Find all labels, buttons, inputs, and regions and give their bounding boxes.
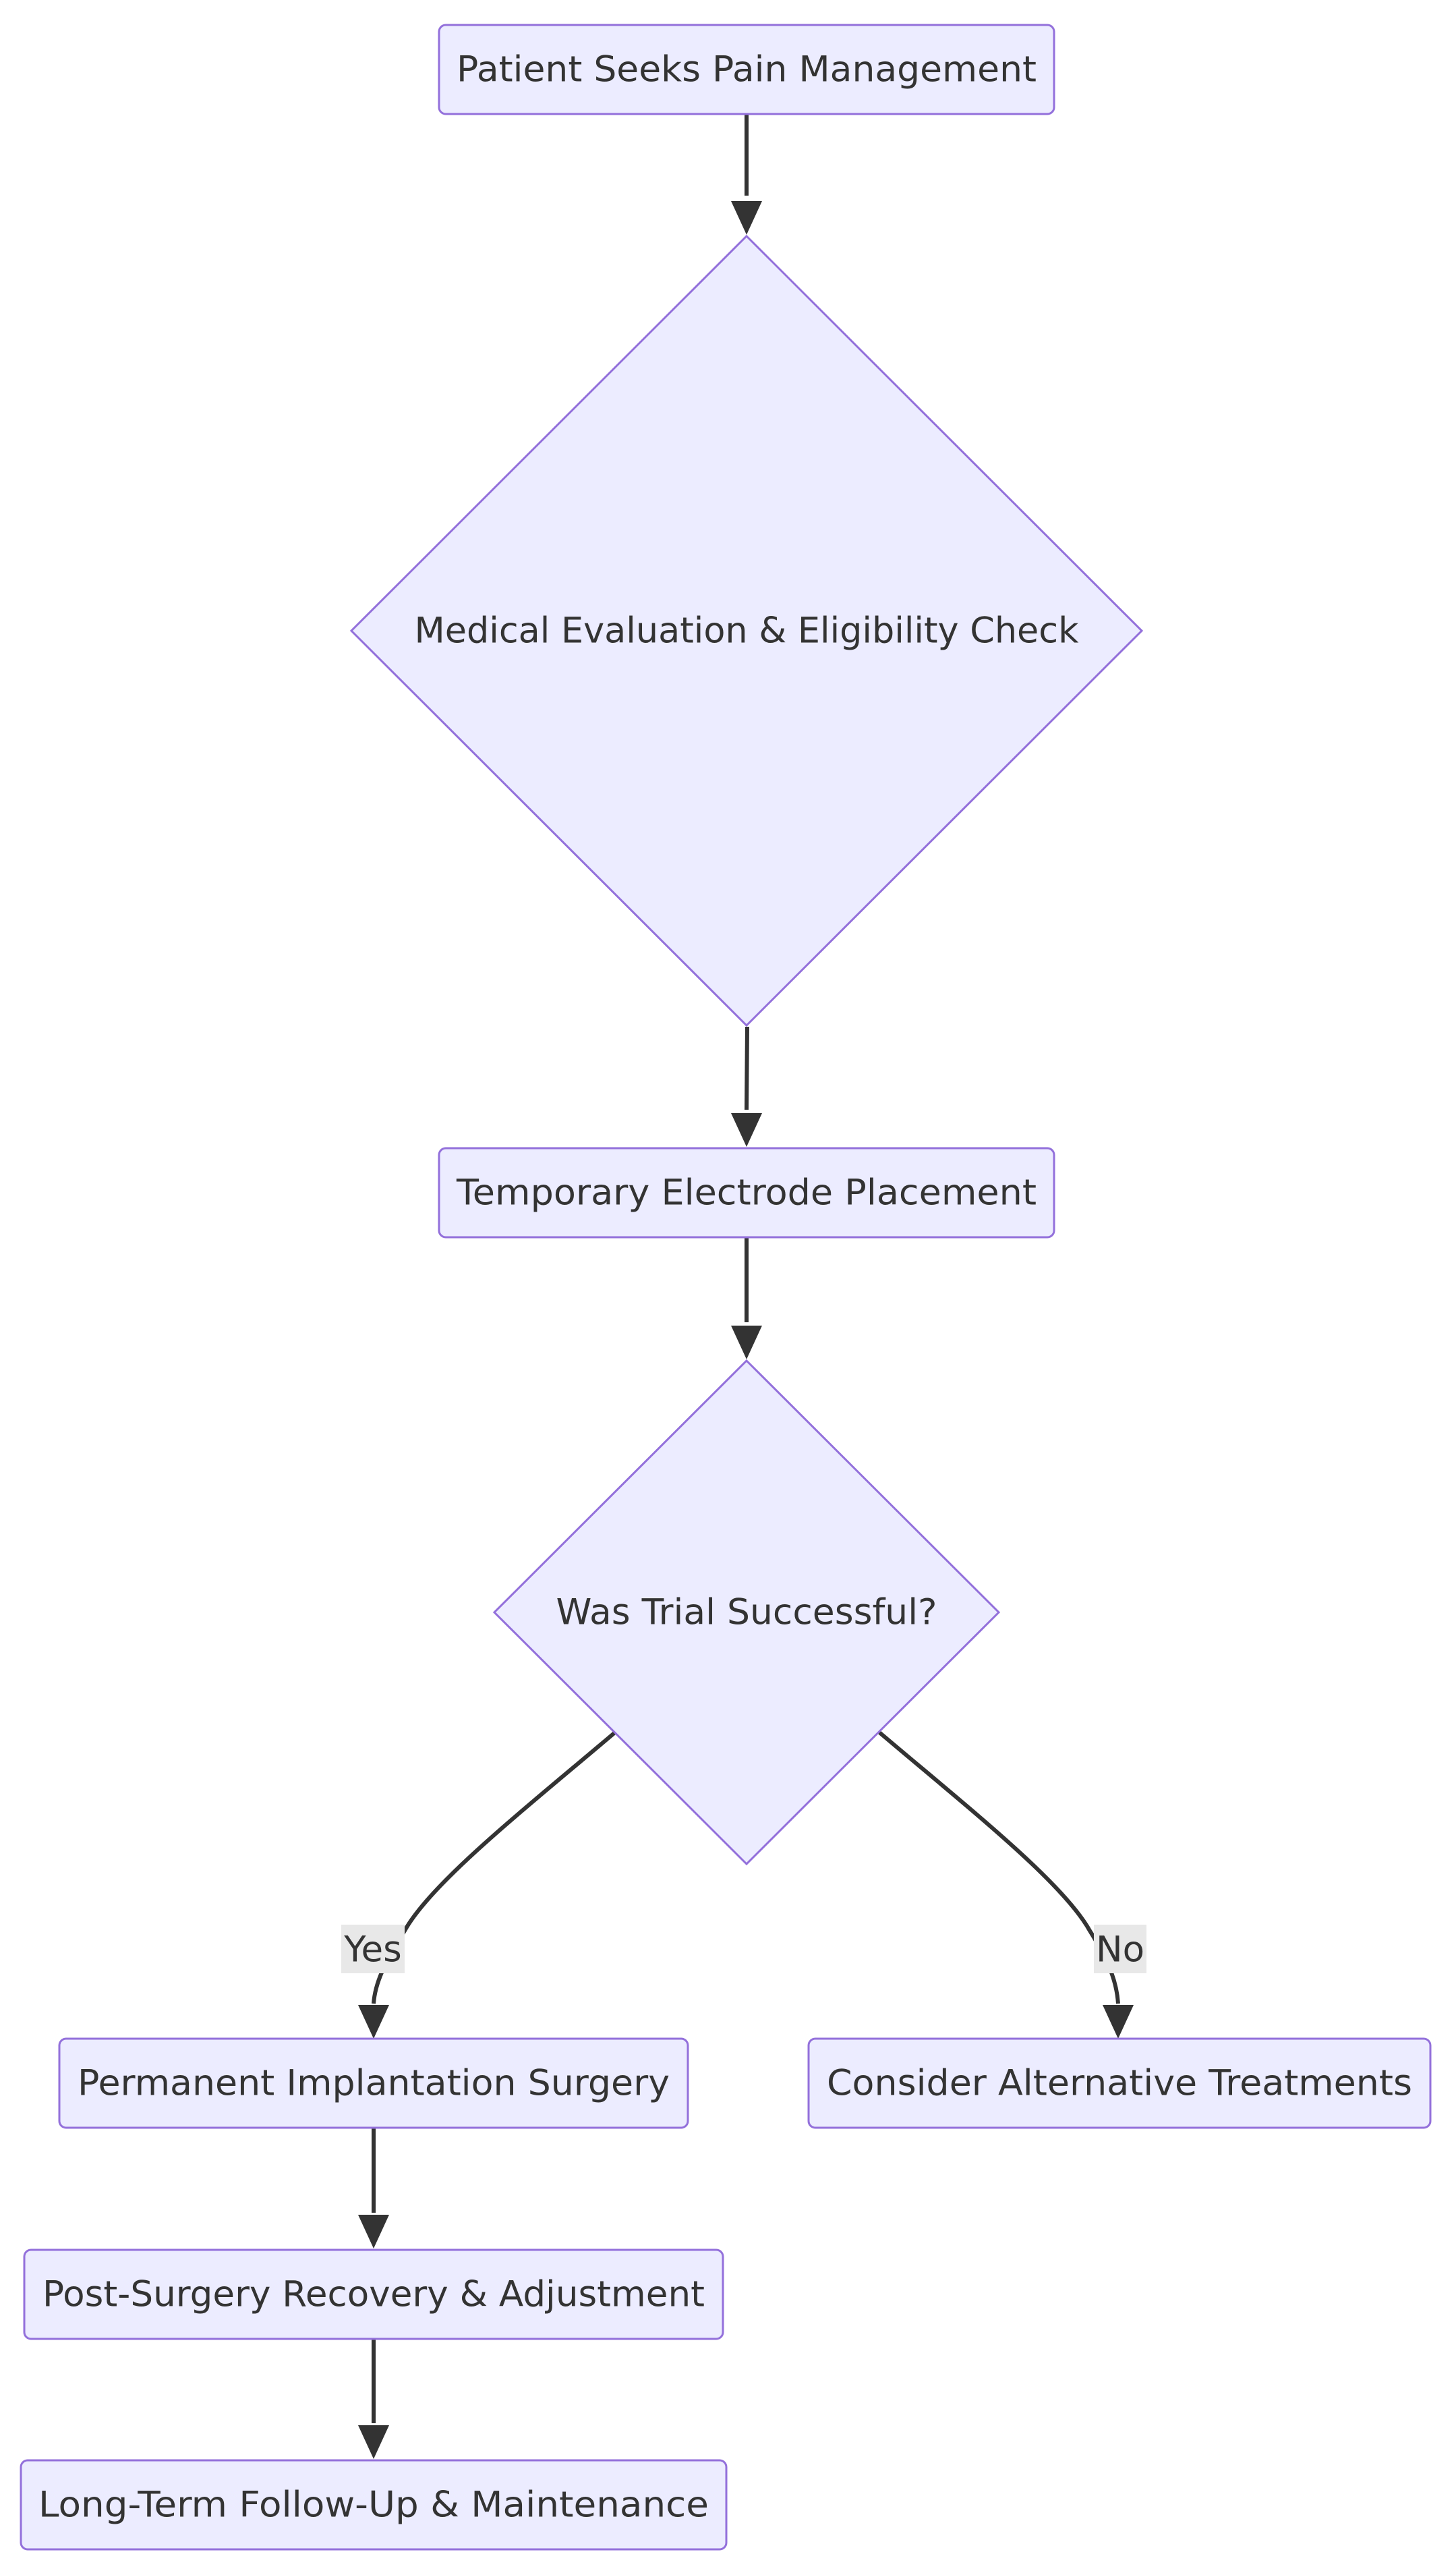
node-trial: Was Trial Successful?: [492, 1359, 1001, 1866]
arrowhead-alternative: [1103, 2005, 1134, 2039]
node-followup-label: Long-Term Follow-Up & Maintenance: [38, 2485, 709, 2526]
edge-label-no: No: [1094, 1925, 1146, 1973]
node-recovery-label: Post-Surgery Recovery & Adjustment: [42, 2274, 705, 2315]
node-trial-label: Was Trial Successful?: [556, 1592, 937, 1633]
edge-trial-to-permanent: [372, 1730, 616, 2004]
node-evaluation-label: Medical Evaluation & Eligibility Check: [415, 611, 1079, 652]
edge-trial-to-alternative: [878, 1730, 1120, 2004]
node-temporary: Temporary Electrode Placement: [438, 1147, 1055, 1239]
arrowhead-trial: [731, 1326, 762, 1359]
arrowhead-permanent: [358, 2005, 389, 2039]
edge-label-yes-text: Yes: [343, 1929, 402, 1971]
node-start-label: Patient Seeks Pain Management: [457, 49, 1037, 90]
edge-label-yes: Yes: [341, 1925, 405, 1973]
node-followup: Long-Term Follow-Up & Maintenance: [20, 2459, 728, 2551]
node-start: Patient Seeks Pain Management: [438, 24, 1055, 115]
node-alternative-label: Consider Alternative Treatments: [827, 2063, 1412, 2104]
node-permanent-label: Permanent Implantation Surgery: [78, 2063, 670, 2104]
arrowhead-evaluation: [731, 201, 762, 235]
arrowhead-followup: [358, 2425, 389, 2459]
node-recovery: Post-Surgery Recovery & Adjustment: [23, 2248, 724, 2340]
node-alternative: Consider Alternative Treatments: [807, 2037, 1432, 2129]
arrowhead-temporary: [731, 1113, 762, 1147]
node-permanent: Permanent Implantation Surgery: [58, 2037, 689, 2129]
edge-label-no-text: No: [1096, 1929, 1144, 1971]
arrowhead-recovery: [358, 2215, 389, 2248]
node-temporary-label: Temporary Electrode Placement: [456, 1172, 1037, 1214]
edges: [358, 115, 1134, 2459]
node-evaluation: Medical Evaluation & Eligibility Check: [349, 234, 1144, 1027]
